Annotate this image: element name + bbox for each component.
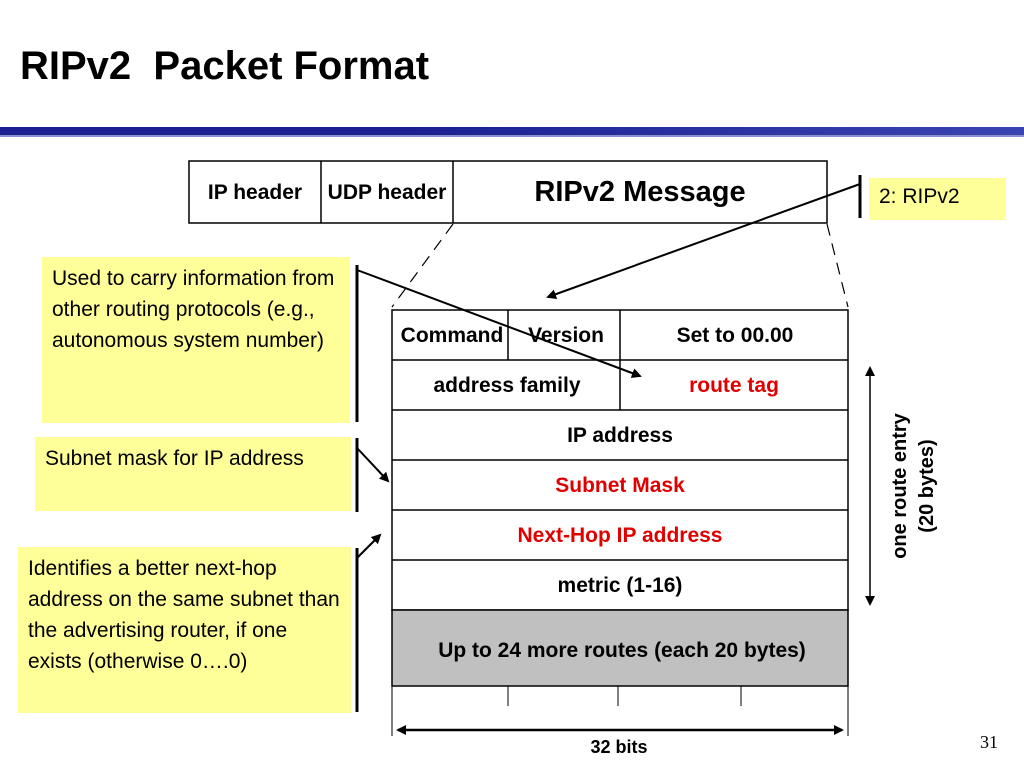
next-hop-arrow [356,533,382,559]
version-arrow [546,183,861,299]
subnet-arrow [356,447,390,483]
packet-table: Command Version Set to 00.00 address fam… [391,309,849,687]
subnet-mask-field: Subnet Mask [555,474,685,497]
expansion-line-left [391,223,454,308]
udp-header-label: UDP header [328,181,447,204]
metric-field: metric (1-16) [558,574,683,597]
title-rule-thin [0,135,1024,137]
route-tag-field: route tag [689,374,779,397]
ip-header-label: IP header [208,181,302,204]
next-hop-callout-text: Identifies a better next-hop address on … [28,557,340,673]
route-tag-callout: Used to carry information from other rou… [42,257,350,423]
route-tag-callout-text: Used to carry information from other rou… [52,267,335,352]
subnet-callout-text: Subnet mask for IP address [45,447,304,470]
next-hop-callout: Identifies a better next-hop address on … [18,547,351,713]
route-entry-label: one route entry (20 bytes) [889,412,938,558]
next-hop-field: Next-Hop IP address [517,524,722,547]
expansion-line-right [826,223,849,308]
subnet-callout: Subnet mask for IP address [35,437,351,511]
width-label: 32 bits [590,737,647,757]
title-rule [0,127,1024,135]
slide-title: RIPv2 Packet Format [20,44,430,88]
more-routes-label: Up to 24 more routes (each 20 bytes) [438,639,806,662]
slide-number: 31 [980,732,998,752]
version-callout-text: 2: RIPv2 [879,185,960,208]
set-zero-field: Set to 00.00 [677,324,794,347]
version-callout: 2: RIPv2 [869,178,1006,220]
route-entry-line1: one route entry [889,412,911,558]
address-family-field: address family [433,374,580,397]
ripv2-message-label: RIPv2 Message [534,176,745,208]
command-field: Command [401,324,504,347]
route-tag-arrow [356,269,642,378]
version-field: Version [528,324,604,347]
bit-tick-marks [391,686,849,736]
ip-address-field: IP address [567,424,673,447]
encapsulation-row: IP header UDP header RIPv2 Message [188,160,828,224]
route-entry-line2: (20 bytes) [916,439,938,532]
more-routes-row [391,609,849,687]
